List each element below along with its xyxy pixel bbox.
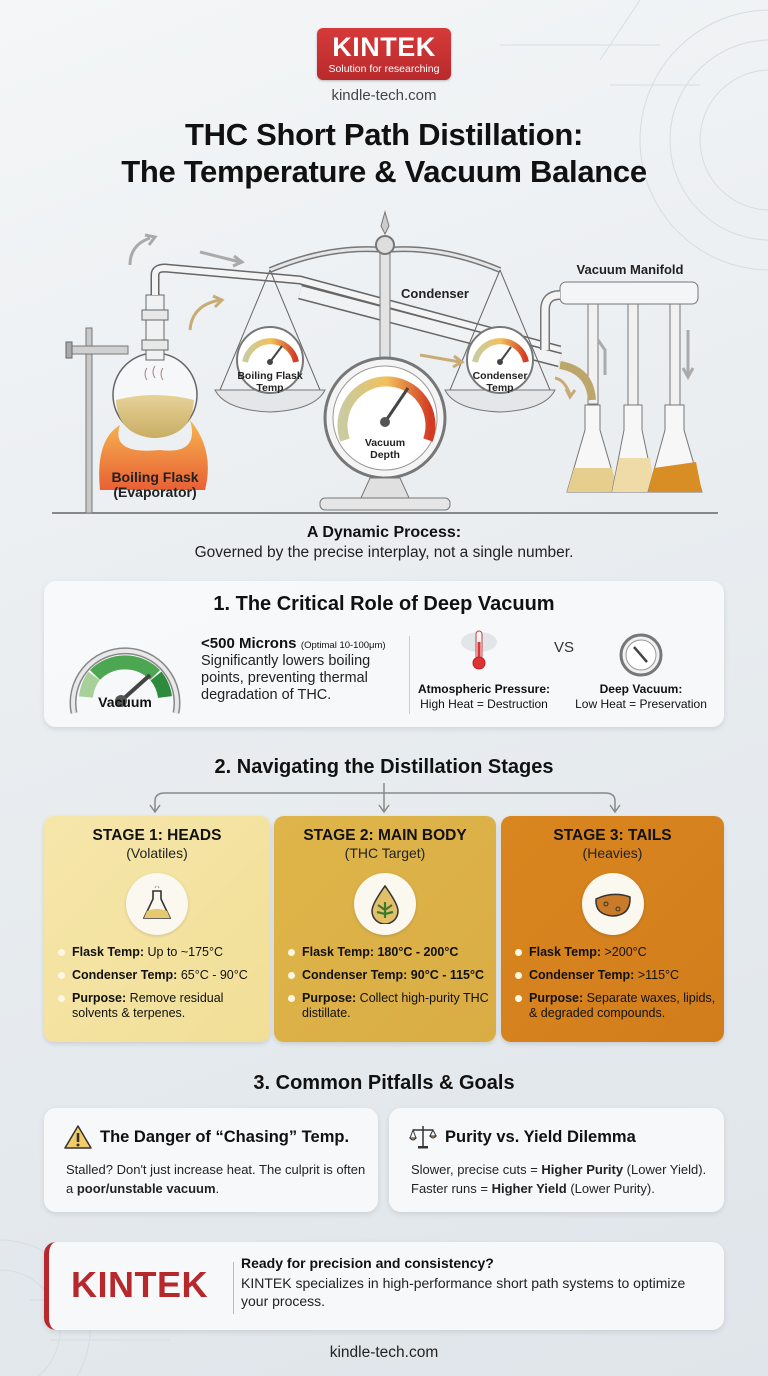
boiling-flask-temp-gauge-label: Boiling Flask Temp <box>232 370 308 394</box>
deep-vacuum-card: 1. The Critical Role of Deep Vacuum Vacu… <box>44 581 724 727</box>
title-line-1: THC Short Path Distillation: <box>184 117 584 152</box>
pitfall-text: Stalled? Don't just increase heat. The c… <box>66 1162 366 1196</box>
stage-detail-item: Condenser Temp: 65°C - 90°C <box>58 968 270 983</box>
stage-detail-item: Condenser Temp: >115°C <box>515 968 724 983</box>
dilemma-card: Purity vs. Yield Dilemma Slower, precise… <box>389 1108 724 1212</box>
gauge-left-line2: Temp <box>256 382 284 394</box>
dilemma-heading: Purity vs. Yield Dilemma <box>409 1124 636 1150</box>
pressure-dial-icon <box>619 633 663 677</box>
section2-title: 2. Navigating the Distillation Stages <box>214 756 554 778</box>
deep-vacuum-text: Low Heat = Preservation <box>575 697 707 711</box>
dilemma-title: Purity vs. Yield Dilemma <box>445 1127 636 1146</box>
flask-icon <box>126 873 188 935</box>
dilemma-line-2: Faster runs = Higher Yield (Lower Purity… <box>411 1181 655 1196</box>
stage-subtitle: (THC Target) <box>344 845 426 861</box>
pitfall-title: The Danger of “Chasing” Temp. <box>100 1127 350 1146</box>
website-link-top[interactable]: kindle-tech.com <box>331 87 437 104</box>
gauge-right-line1: Condenser <box>472 370 528 382</box>
atmospheric-title: Atmospheric Pressure: <box>417 682 551 696</box>
stage-title: STAGE 2: MAIN BODY <box>303 827 467 844</box>
website-link-bottom[interactable]: kindle-tech.com <box>329 1344 439 1361</box>
cta-text: KINTEK specializes in high-performance s… <box>241 1275 686 1309</box>
vacuum-depth-gauge-label: Vacuum Depth <box>355 437 415 461</box>
kintek-logo: KINTEK Solution for researching <box>317 28 451 80</box>
stage-detail-item: Condenser Temp: 90°C - 115°C <box>288 968 496 983</box>
dilemma-text: Slower, precise cuts = Higher Purity (Lo… <box>411 1160 712 1198</box>
apparatus-illustration <box>52 210 718 514</box>
vacuum-manifold-label: Vacuum Manifold <box>576 262 684 277</box>
warning-icon <box>64 1125 92 1149</box>
microns-optimal: (Optimal 10-100μm) <box>300 640 386 651</box>
stage-title: STAGE 3: TAILS <box>553 827 672 844</box>
gauge-right-line2: Temp <box>486 382 514 394</box>
deep-vacuum-comparison: Deep Vacuum: Low Heat = Preservation <box>571 682 711 712</box>
stage-detail-item: Flask Temp: Up to ~175°C <box>58 945 270 960</box>
microns-value: <500 Microns <box>201 635 297 652</box>
microns-spec: <500 Microns (Optimal 10-100μm) Signific… <box>201 635 411 704</box>
stage-details: Flask Temp: 180°C - 200°C Condenser Temp… <box>288 945 496 1021</box>
vacuum-gauge-label: Vacuum <box>98 694 152 710</box>
pitfall-heading: The Danger of “Chasing” Temp. <box>64 1124 349 1150</box>
stage-detail-item: Purpose: Remove residual solvents & terp… <box>58 991 270 1021</box>
atmospheric-pressure-comparison: Atmospheric Pressure: High Heat = Destru… <box>414 682 554 712</box>
atmospheric-text: High Heat = Destruction <box>420 697 548 711</box>
condenser-temp-gauge-label: Condenser Temp <box>462 370 538 394</box>
card-divider <box>409 636 410 714</box>
pitfall-card: The Danger of “Chasing” Temp. Stalled? D… <box>44 1108 378 1212</box>
cta-heading: Ready for precision and consistency? <box>241 1255 494 1271</box>
logo-tagline: Solution for researching <box>328 63 440 75</box>
vacuum-gauge-icon <box>69 647 181 714</box>
stage-details: Flask Temp: Up to ~175°C Condenser Temp:… <box>58 945 270 1021</box>
cta-divider <box>233 1262 234 1314</box>
cannabis-drop-icon <box>354 873 416 935</box>
section3-title: 3. Common Pitfalls & Goals <box>253 1072 515 1094</box>
gauge-center-line1: Vacuum <box>364 437 406 449</box>
cta-banner: KINTEK Ready for precision and consisten… <box>44 1242 724 1330</box>
condenser-label: Condenser <box>401 286 469 301</box>
title-line-2: The Temperature & Vacuum Balance <box>121 154 647 189</box>
stage-card-heads: STAGE 1: HEADS (Volatiles) Flask Temp: U… <box>44 816 270 1042</box>
cta-brand-logo: KINTEK <box>71 1264 208 1305</box>
section1-title: 1. The Critical Role of Deep Vacuum <box>213 593 555 615</box>
stage-detail-item: Flask Temp: 180°C - 200°C <box>288 945 496 960</box>
vs-label: VS <box>554 639 575 656</box>
boiling-flask-label-line2: (Evaporator) <box>113 484 197 500</box>
thermometer-icon <box>461 630 497 670</box>
distillation-apparatus-diagram: Boiling Flask (Evaporator) Condenser Vac… <box>0 200 768 520</box>
stage-detail-item: Purpose: Collect high-purity THC distill… <box>288 991 496 1021</box>
stage-detail-item: Flask Temp: >200°C <box>515 945 724 960</box>
balance-scale-icon <box>409 1126 437 1149</box>
logo-brand: KINTEK <box>332 32 436 62</box>
page-title: THC Short Path Distillation: The Tempera… <box>0 116 768 190</box>
stage-subtitle: (Volatiles) <box>126 845 188 861</box>
boiling-flask-label-line1: Boiling Flask <box>111 469 199 485</box>
dynamic-process-caption: A Dynamic Process: Governed by the preci… <box>0 523 768 563</box>
dynamic-process-subtitle: Governed by the precise interplay, not a… <box>194 544 574 561</box>
stage-subtitle: (Heavies) <box>582 845 643 861</box>
microns-description: Significantly lowers boiling points, pre… <box>201 653 371 703</box>
stage-card-tails: STAGE 3: TAILS (Heavies) Flask Temp: >20… <box>501 816 724 1042</box>
gauge-center-line2: Depth <box>370 449 400 461</box>
dilemma-line-1: Slower, precise cuts = Higher Purity (Lo… <box>411 1162 707 1177</box>
stage-card-main-body: STAGE 2: MAIN BODY (THC Target) Flask Te… <box>274 816 496 1042</box>
dynamic-process-heading: A Dynamic Process: <box>306 524 462 541</box>
stage-branch-arrows <box>149 783 621 814</box>
stage-details: Flask Temp: >200°C Condenser Temp: >115°… <box>515 945 724 1021</box>
stage-detail-item: Purpose: Separate waxes, lipids, & degra… <box>515 991 724 1021</box>
gauge-left-line1: Boiling Flask <box>237 370 303 382</box>
stage-title: STAGE 1: HEADS <box>92 827 222 844</box>
boiling-flask-label: Boiling Flask (Evaporator) <box>100 470 210 500</box>
bowl-heavies-icon <box>581 873 644 935</box>
deep-vacuum-title: Deep Vacuum: <box>599 682 683 696</box>
